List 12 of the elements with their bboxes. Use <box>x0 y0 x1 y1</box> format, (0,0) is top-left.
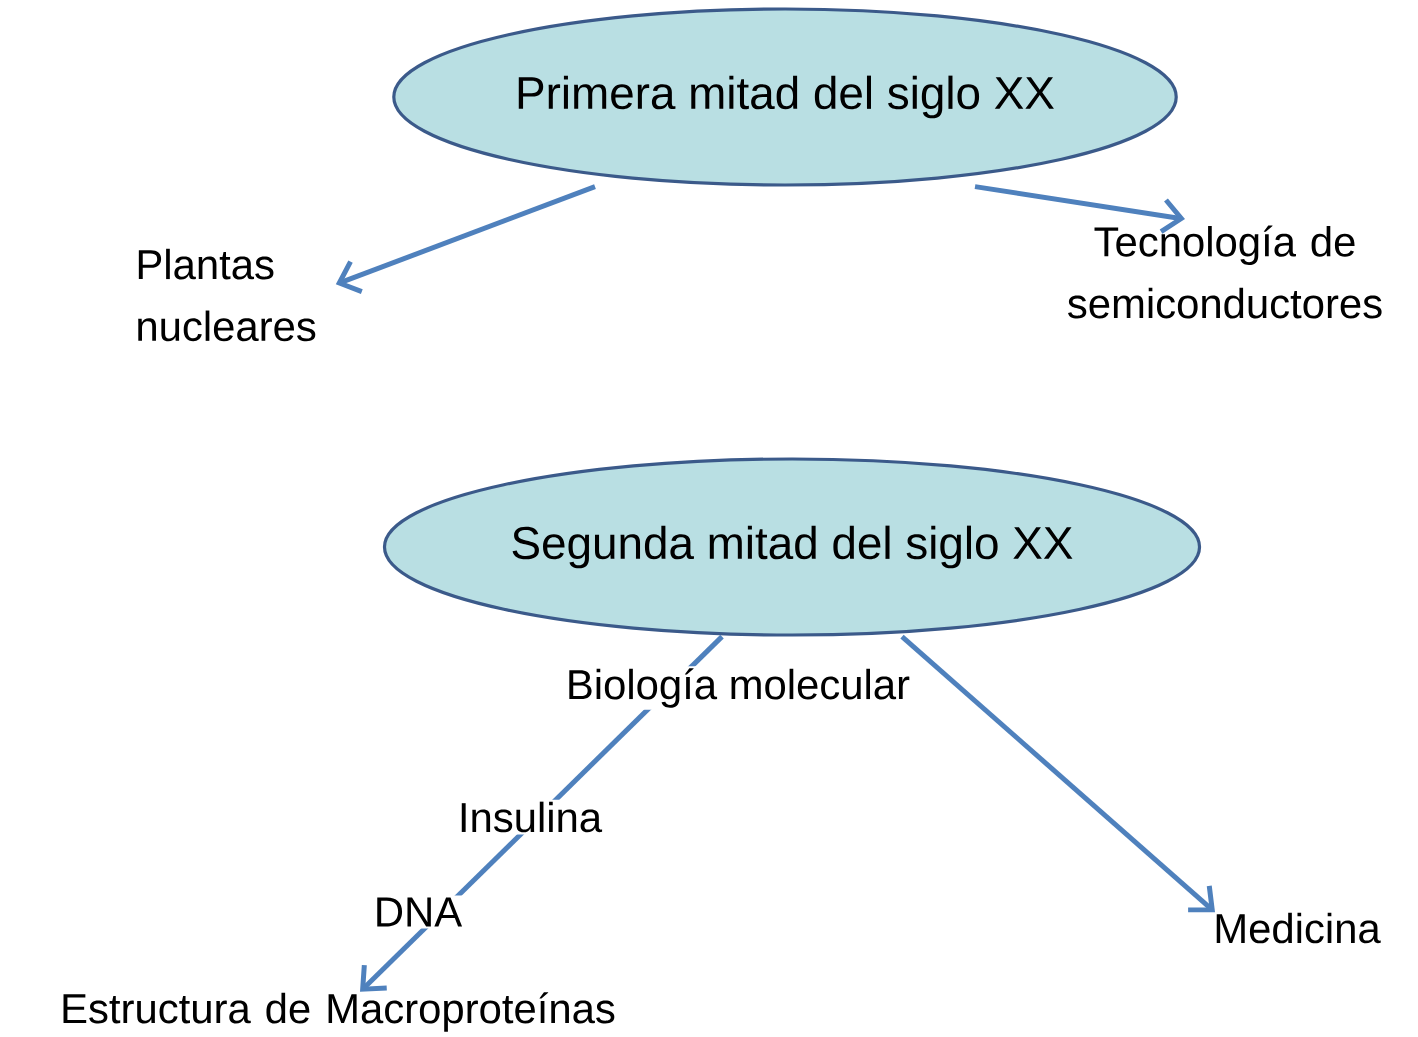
arrow <box>335 184 596 294</box>
text-label: DNA <box>371 895 465 929</box>
arrow <box>900 634 1216 913</box>
arrow <box>974 184 1185 234</box>
oval-node: Segunda mitad del siglo XX <box>382 457 1202 637</box>
node-text: Medicina <box>1216 912 1381 944</box>
node-text: Estructura de Macroproteínas <box>63 992 615 1032</box>
text-label: Biología molecular <box>563 666 913 710</box>
text-label: Insulina <box>455 799 605 835</box>
node-text: Tecnología de semiconductores <box>1068 225 1382 319</box>
oval-node: Primera mitad del siglo XX <box>392 7 1178 187</box>
node-text: Plantas nucleares <box>138 248 316 342</box>
